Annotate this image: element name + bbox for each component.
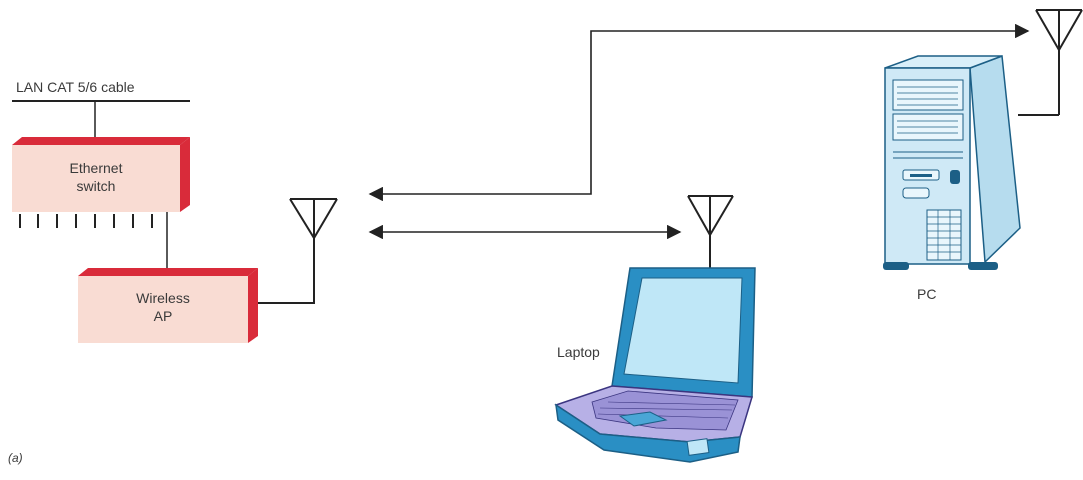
laptop-icon: [554, 267, 756, 463]
antenna-icon: [687, 195, 734, 268]
lan-cable-label: LAN CAT 5/6 cable: [16, 79, 135, 95]
figure-tag: (a): [8, 451, 23, 465]
pc-tower-icon: [883, 54, 1021, 270]
ethernet-switch-label-line1: Ethernet: [69, 160, 123, 176]
antenna-icon: [1018, 9, 1083, 116]
double-arrow-icon: [368, 23, 1030, 202]
wireless-ap: [78, 268, 258, 343]
wireless-ap-label: Wireless AP: [78, 290, 248, 325]
ethernet-switch-label-line2: switch: [76, 177, 116, 194]
laptop-label: Laptop: [557, 344, 600, 360]
switch-ports: [19, 214, 153, 228]
wireless-ap-label-line2: AP: [153, 307, 173, 324]
pc-label: PC: [917, 286, 937, 302]
wireless-ap-label-line1: Wireless: [136, 290, 190, 306]
ethernet-switch: [12, 137, 190, 212]
ap-antenna-feed: [258, 238, 315, 304]
antenna-icon: [289, 198, 338, 240]
ethernet-switch-label: Ethernet switch: [12, 160, 180, 195]
